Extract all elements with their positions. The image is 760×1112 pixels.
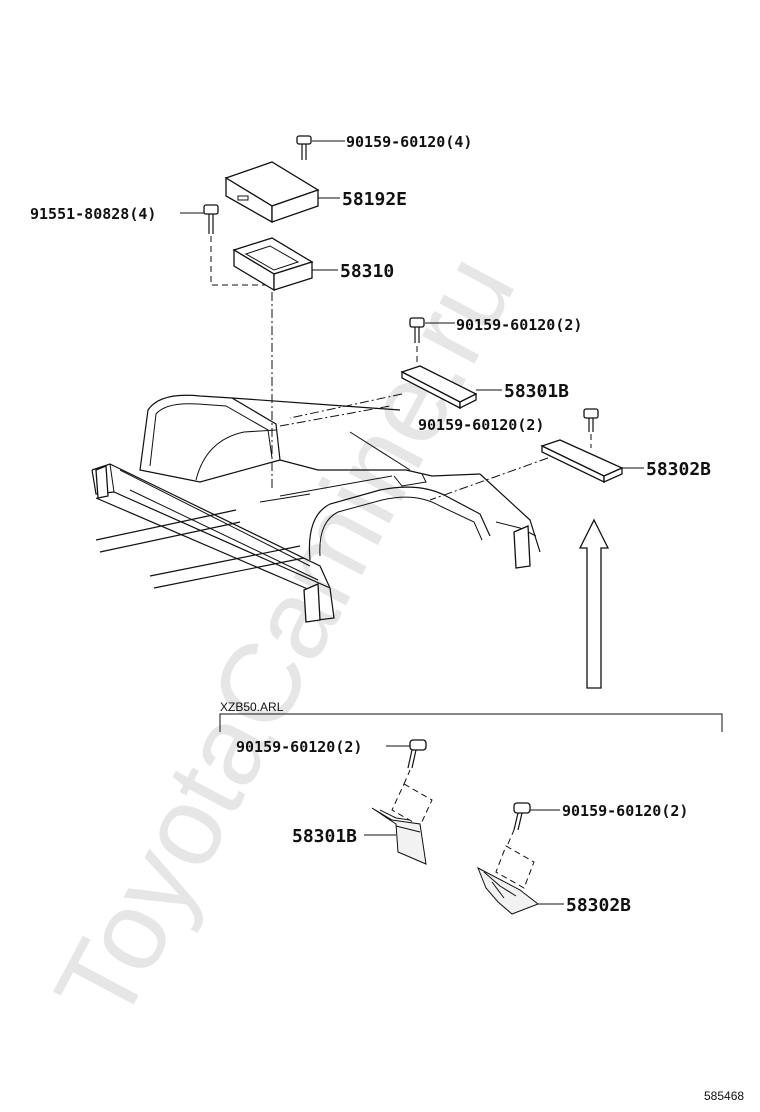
variant-bracket bbox=[219, 713, 723, 732]
diagram-id: 585468 bbox=[704, 1089, 744, 1103]
label-58310: 58310 bbox=[340, 261, 394, 282]
variant-part-b-drawing bbox=[477, 866, 540, 915]
variant-title: XZB50.ARL bbox=[220, 700, 284, 714]
label-bolt-58302b: 90159-60120(2) bbox=[418, 416, 544, 434]
part-58302b-drawing bbox=[540, 439, 624, 484]
bolt-left-icon bbox=[203, 204, 219, 234]
watermark: ToyotaCamine.ru bbox=[31, 235, 539, 1041]
bolt-58302b-icon bbox=[583, 408, 599, 432]
variant-label-part-b: 58302B bbox=[566, 895, 631, 916]
variant-label-part-a: 58301B bbox=[292, 826, 357, 847]
vehicle-floor-drawing bbox=[91, 394, 541, 623]
part-58301b-drawing bbox=[400, 365, 478, 410]
part-58192e-drawing bbox=[224, 161, 320, 224]
view-direction-arrow-icon bbox=[578, 518, 610, 689]
label-bolt-left: 91551-80828(4) bbox=[30, 205, 156, 223]
variant-label-bolt-b: 90159-60120(2) bbox=[562, 802, 688, 820]
bolt-58301b-icon bbox=[409, 317, 425, 343]
bolt-top-icon bbox=[296, 135, 312, 160]
variant-label-bolt-a: 90159-60120(2) bbox=[236, 738, 362, 756]
label-58301b: 58301B bbox=[504, 381, 569, 402]
variant-bolt-a-icon bbox=[407, 739, 427, 769]
part-58310-drawing bbox=[232, 237, 314, 292]
variant-bolt-b-icon bbox=[513, 802, 531, 831]
label-bolt-58301b: 90159-60120(2) bbox=[456, 316, 582, 334]
label-58192e: 58192E bbox=[342, 189, 407, 210]
label-bolt-top: 90159-60120(4) bbox=[346, 133, 472, 151]
variant-part-a-drawing bbox=[371, 807, 427, 865]
label-58302b: 58302B bbox=[646, 459, 711, 480]
